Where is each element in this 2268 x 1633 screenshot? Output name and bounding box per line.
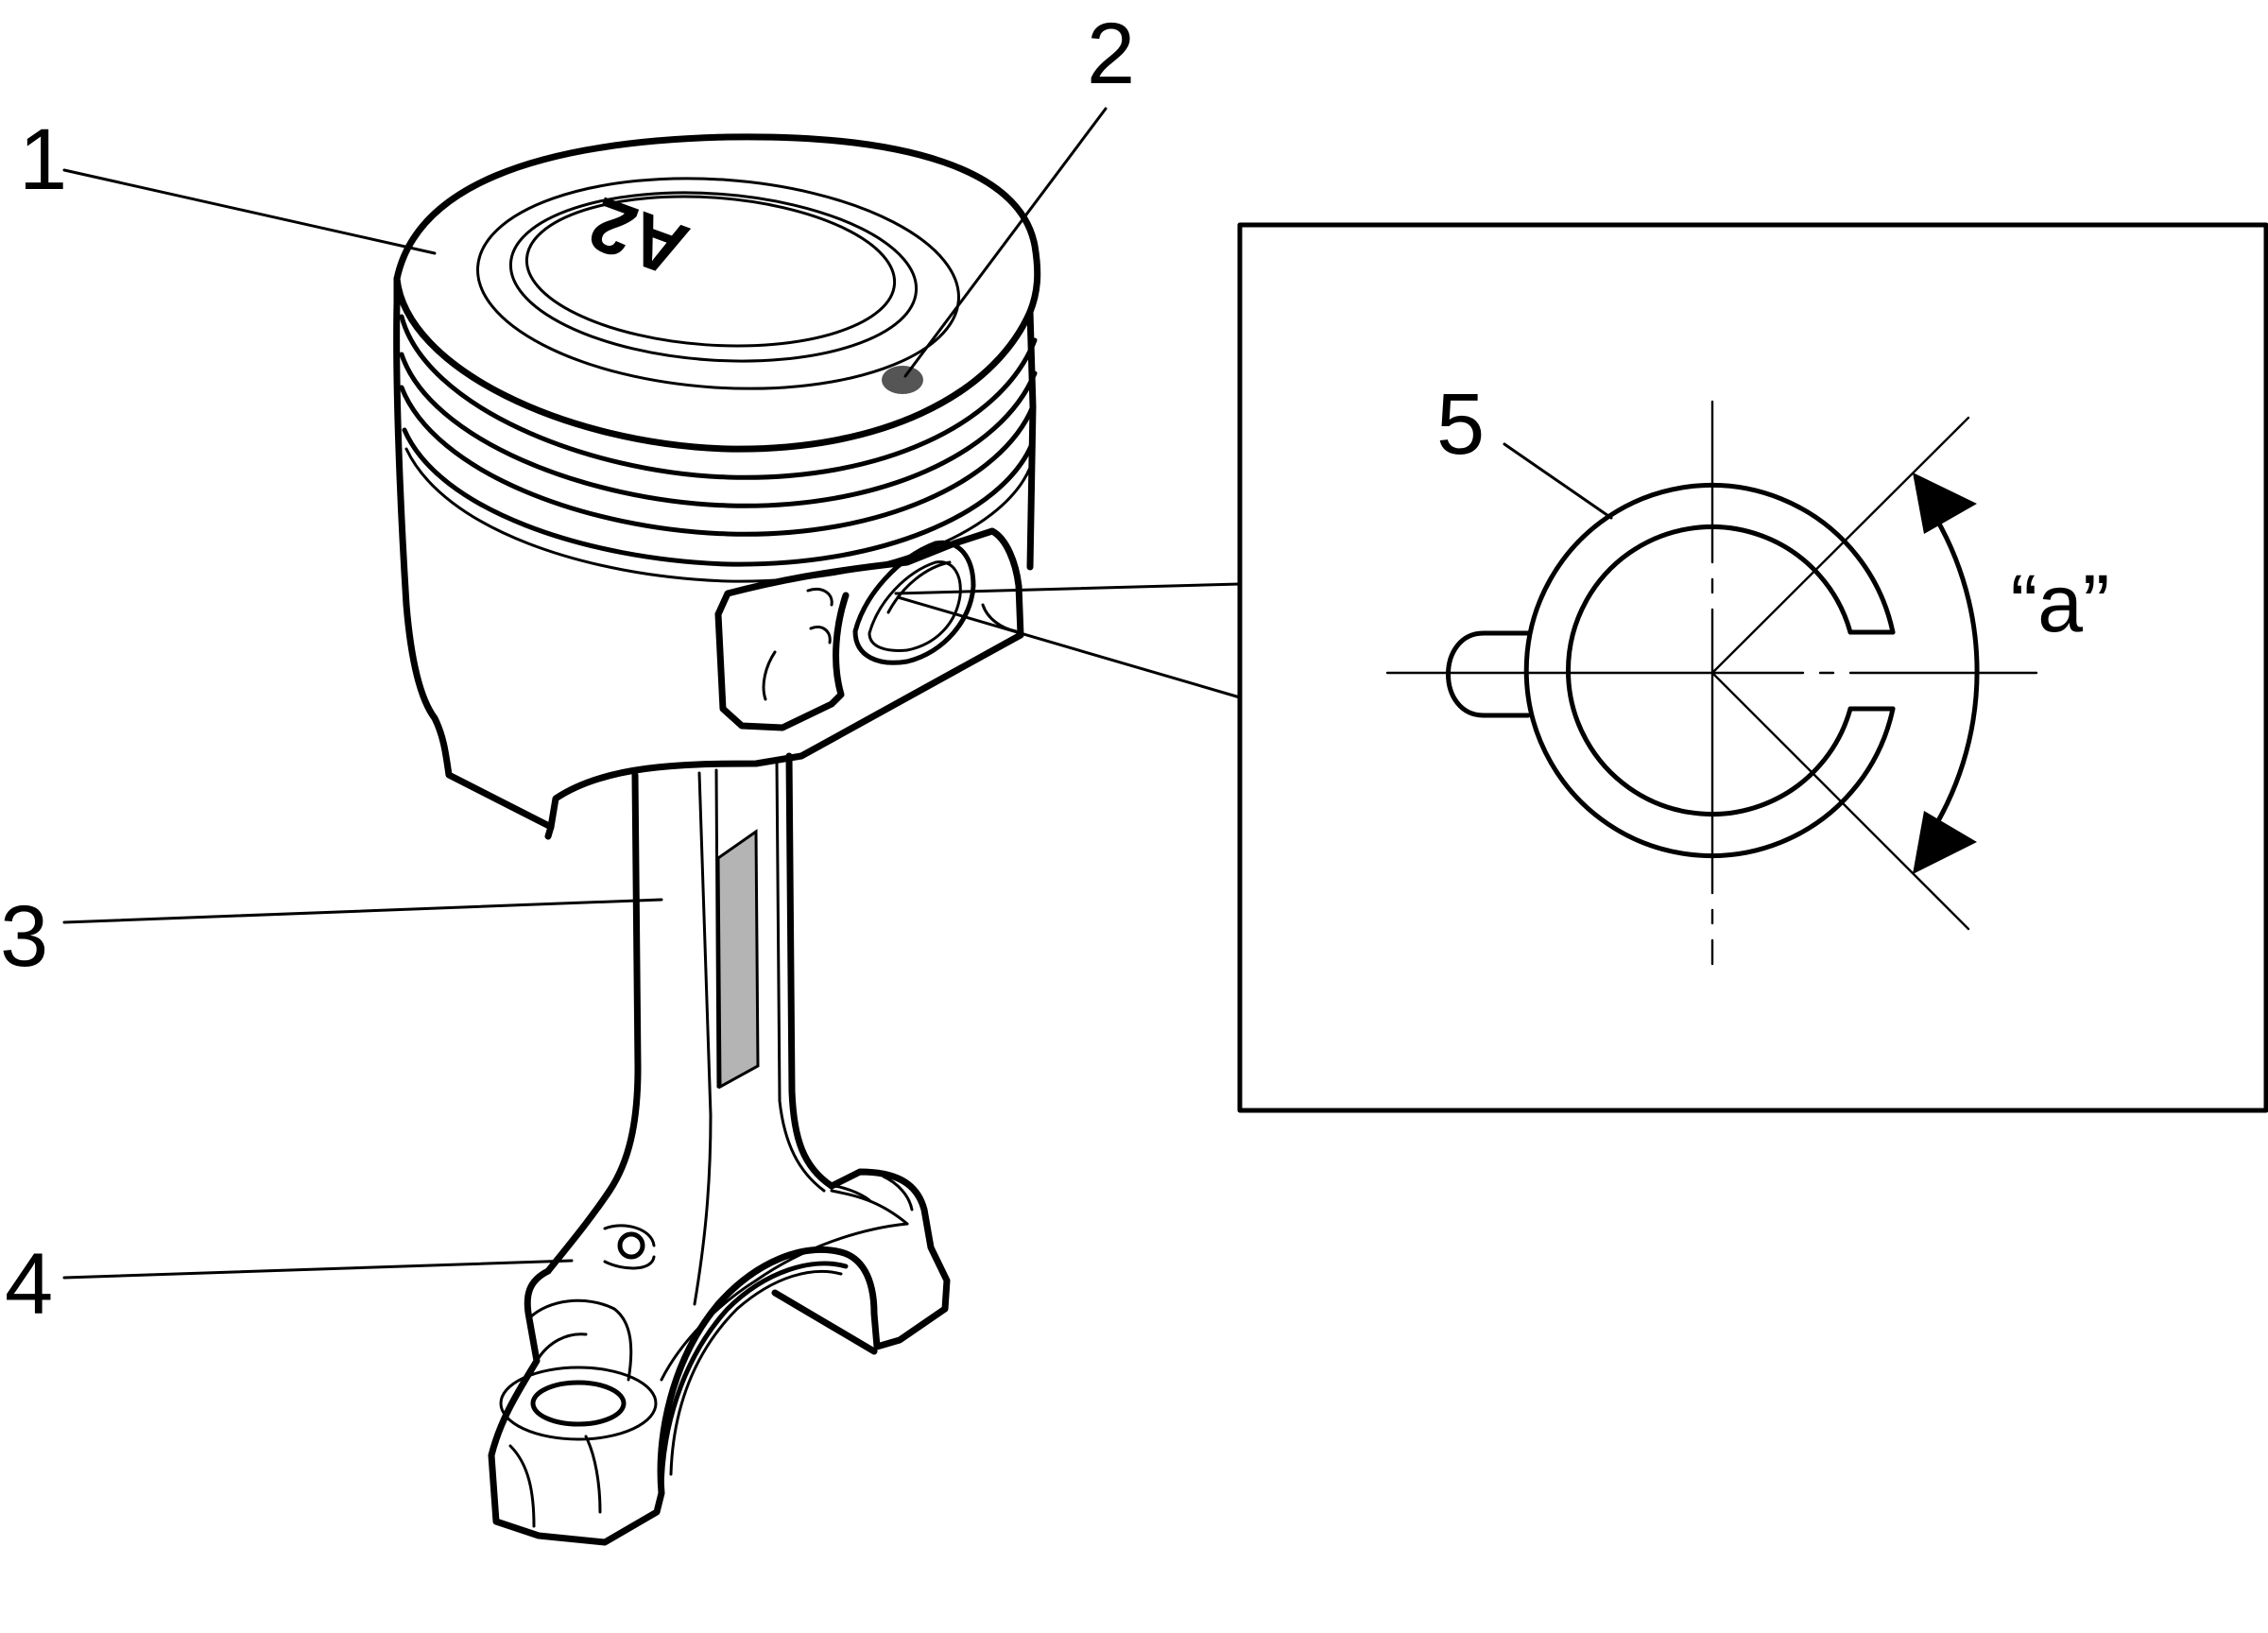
circlip-outer bbox=[1523, 483, 1896, 858]
callout-numbers: 1 2 3 4 5 bbox=[0, 6, 1485, 1332]
rod-cap-rib-2 bbox=[830, 1189, 909, 1226]
callout-1: 1 bbox=[19, 112, 67, 208]
piston-skirt-right bbox=[1026, 308, 1037, 571]
rod-cap-split bbox=[771, 1289, 878, 1355]
piston: A2 bbox=[393, 133, 1041, 840]
ring-groove-4 bbox=[402, 427, 1035, 567]
pin-clip-edge bbox=[886, 560, 952, 614]
rod-cap-rib bbox=[660, 1222, 909, 1382]
leader-2 bbox=[903, 107, 1108, 378]
pin-boss-detail-1 bbox=[762, 588, 833, 701]
callout-3: 3 bbox=[0, 888, 48, 985]
ring-groove-1 bbox=[399, 314, 1038, 480]
rod-beam-left bbox=[544, 771, 642, 1275]
rod-channel-inner bbox=[714, 768, 720, 1089]
leader-5 bbox=[1503, 442, 1613, 520]
angle-arrow-bottom bbox=[1913, 811, 1977, 874]
piston-crown-dish-inner bbox=[524, 195, 897, 348]
ring-groove-2 bbox=[399, 352, 1038, 508]
front-mark-dot bbox=[882, 366, 923, 394]
piston-skirt-bottom bbox=[547, 631, 1024, 831]
callout-5: 5 bbox=[1436, 376, 1485, 473]
rod-channel-left bbox=[693, 771, 713, 1306]
pin-bore-inner bbox=[868, 560, 962, 652]
ring-groove-3 bbox=[399, 385, 1036, 537]
rod-beam-right bbox=[785, 752, 835, 1190]
leader-1 bbox=[62, 168, 437, 255]
rod-big-end-outline bbox=[488, 1168, 951, 1546]
piston-crown-dish bbox=[508, 191, 919, 363]
piston-crown-front-edge bbox=[393, 275, 1034, 453]
rod-number-strip bbox=[716, 829, 760, 1090]
callout-leaders bbox=[62, 107, 1613, 1280]
detail-inset: “a” bbox=[894, 222, 2268, 1113]
rod-big-end-bore-edge bbox=[659, 1261, 849, 1496]
rod-left-bolt-boss bbox=[527, 1298, 633, 1382]
rod-bearing-inner bbox=[669, 1269, 843, 1476]
rod-oil-hole-rim bbox=[603, 1224, 656, 1270]
angle-arrow-top bbox=[1913, 473, 1977, 534]
inset-pointer-top bbox=[894, 582, 1242, 595]
rod-right-shoulder bbox=[830, 1175, 914, 1212]
callout-4: 4 bbox=[5, 1236, 53, 1332]
pin-bore-ring bbox=[852, 540, 976, 665]
inset-diagonal-upper bbox=[1710, 416, 1970, 675]
connecting-rod bbox=[488, 752, 951, 1546]
piston-skirt-left bbox=[393, 275, 555, 840]
rod-left-web bbox=[508, 1435, 602, 1528]
inset-pointer-bottom bbox=[896, 595, 1242, 699]
rod-cap-bolt-head bbox=[530, 1380, 627, 1427]
piston-crown-rim bbox=[393, 133, 1041, 316]
circlip-inner bbox=[1566, 524, 1853, 816]
pin-boss-front bbox=[714, 592, 850, 731]
leader-4 bbox=[62, 1259, 574, 1280]
piston-crown-inner-ring bbox=[476, 177, 960, 390]
angle-label: “a” bbox=[2010, 559, 2109, 649]
ring-land-line bbox=[404, 447, 1032, 583]
rod-cap-bolt-ring bbox=[499, 1366, 658, 1441]
circlip-tab bbox=[1446, 630, 1531, 718]
leader-3 bbox=[62, 898, 663, 924]
rod-oil-hole bbox=[617, 1231, 645, 1260]
angle-arc bbox=[1921, 496, 1980, 847]
rod-channel-right bbox=[775, 760, 826, 1193]
callout-2: 2 bbox=[1087, 6, 1135, 102]
inset-frame bbox=[1237, 222, 2268, 1113]
